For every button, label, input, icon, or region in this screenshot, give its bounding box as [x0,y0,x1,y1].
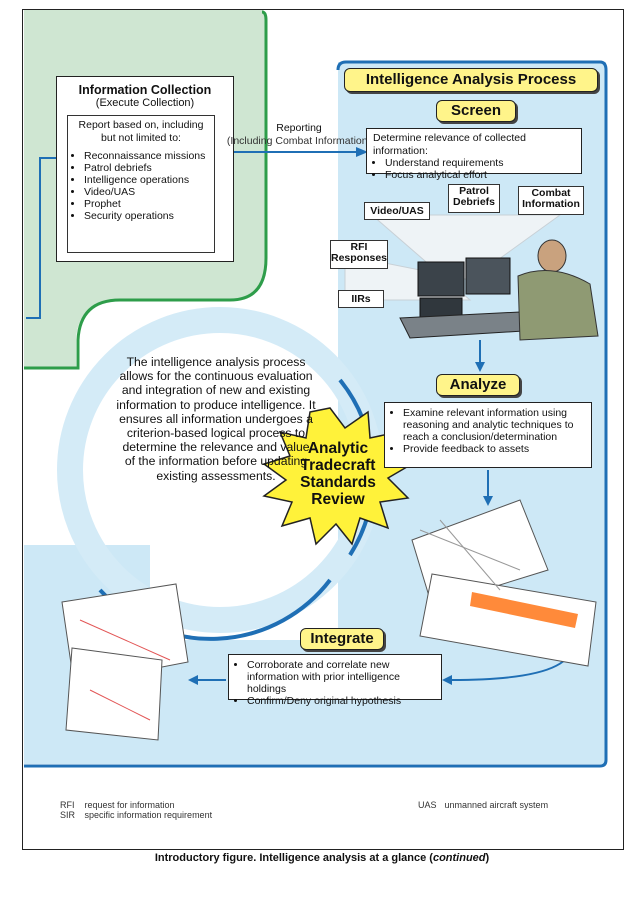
figure-caption: Introductory figure. Intelligence analys… [0,852,644,864]
reporting-arrowhead [356,147,368,157]
integrate-to-maps-head [188,675,198,685]
analyze-list: Examine relevant information using reaso… [391,407,585,455]
legend-abbr: SIR [60,810,76,820]
green-panel-border [24,10,268,370]
feed-line [26,157,68,319]
list-item: Intelligence operations [84,174,210,186]
information-collection-box: Information Collection (Execute Collecti… [56,76,234,262]
analyze-to-map-head [483,496,493,506]
iirs-tag: IIRs [338,290,384,308]
legend-right: UAS unmanned aircraft system [418,800,608,810]
list-item: Focus analytical effort [385,169,575,181]
screen-box: Determine relevance of collected informa… [366,128,582,181]
legend-row: UAS unmanned aircraft system [418,800,608,810]
list-item: Video/UAS [84,186,210,198]
list-item: Examine relevant information using reaso… [403,407,585,443]
reporting-subtitle: (Including Combat Information) [226,134,372,147]
integrate-box: Corroborate and correlate new informatio… [228,654,442,707]
list-item: Patrol debriefs [84,162,210,174]
caption-main: Introductory figure. Intelligence analys… [154,852,433,864]
screen-list: Understand requirements Focus analytical… [373,157,575,181]
reporting-label: Reporting (Including Combat Information) [224,122,374,147]
info-collection-intro: Report based on, including but not limit… [78,119,204,144]
list-item: Corroborate and correlate new informatio… [247,659,435,695]
rfi-responses-tag: RFI Responses [330,240,388,269]
patrol-debriefs-tag: Patrol Debriefs [448,184,500,213]
list-item: Understand requirements [385,157,575,169]
video-uas-tag: Video/UAS [364,202,430,220]
combat-information-tag: Combat Information [518,186,584,215]
list-item: Provide feedback to assets [403,443,585,455]
list-item: Security operations [84,210,210,222]
blue-panel-border [24,60,608,768]
legend-abbr: RFI [60,800,75,810]
caption-italic: continued [432,852,486,864]
info-collection-inner-box: Report based on, including but not limit… [67,115,215,253]
integrate-label: Integrate [300,628,384,650]
legend-abbr: UAS [418,800,437,810]
legend-definition: specific information requirement [84,810,213,820]
center-description: The intelligence analysis process allows… [116,355,316,483]
list-item: Reconnaissance missions [84,150,210,162]
caption-end: ) [485,852,490,864]
analysis-map-illustration [411,499,597,667]
starburst-line: Review [311,491,365,508]
starburst-line: Tradecraft [300,457,376,474]
legend-left: RFI request for information SIR specific… [60,800,300,820]
list-item: Confirm/Deny original hypothesis [247,695,435,707]
integrated-map-illustration [61,583,189,741]
info-collection-subtitle: (Execute Collection) [95,97,195,109]
screen-to-analyze-head [475,362,485,372]
starburst-line: Analytic [307,440,369,457]
list-item: Prophet [84,198,210,210]
analyst-workstation-illustration [399,239,599,341]
analyze-box: Examine relevant information using reaso… [384,402,592,468]
info-collection-list: Reconnaissance missions Patrol debriefs … [72,150,210,222]
legend-row: SIR specific information requirement [60,810,300,820]
screen-text: Determine relevance of collected informa… [373,132,526,157]
starburst-line: Standards [300,474,376,491]
map-to-integrate-head [442,675,452,685]
integrate-list: Corroborate and correlate new informatio… [235,659,435,707]
starburst-label: Analytic Tradecraft Standards Review [290,440,386,508]
analyze-label: Analyze [436,374,520,396]
reporting-title: Reporting [276,122,322,134]
screen-label: Screen [436,100,516,122]
legend-definition: unmanned aircraft system [444,800,549,810]
process-title: Intelligence Analysis Process [344,68,598,92]
legend-definition: request for information [84,800,175,810]
info-collection-title: Information Collection [78,83,212,97]
legend-row: RFI request for information [60,800,300,810]
